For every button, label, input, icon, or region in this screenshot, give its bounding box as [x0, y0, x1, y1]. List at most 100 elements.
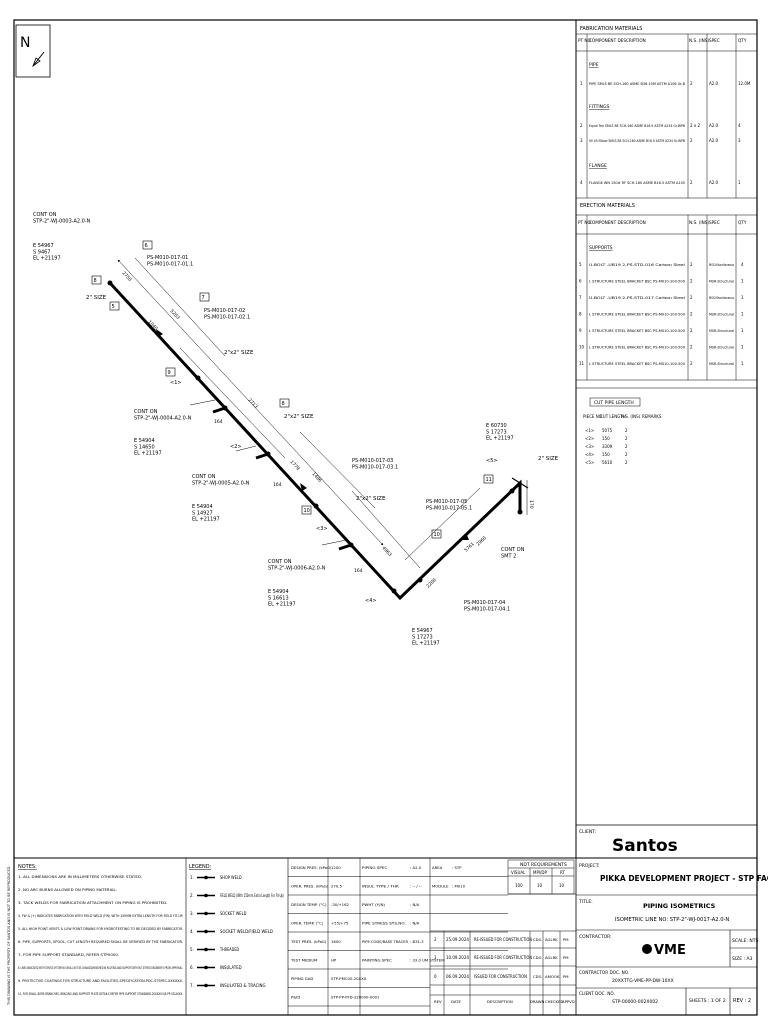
legend-title: LEGEND:: [189, 864, 212, 870]
param-key: PIPING GAD: [291, 976, 313, 981]
rev-description: ISSUED FOR CONSTRUCTION: [474, 974, 527, 979]
param-key2: PIPE STRESS SYS.NO.: [362, 921, 406, 926]
rev-date: 10.09.2024: [446, 955, 469, 960]
ere-row-desc: L STRUCTURE STEEL BRACKET BSC PS-M010-10…: [589, 361, 686, 366]
bubble-tag-10-box: [301, 505, 312, 515]
ere-row-ns: 2: [690, 361, 693, 366]
ere-row-qty: 4: [741, 262, 744, 267]
ere-row-pt: 5: [579, 262, 582, 267]
pipe-line: [108, 281, 522, 601]
note-item: 9. PROTECTIVE COATINGS FOR STRUCTURE AND…: [18, 979, 183, 983]
dim-1486: 1486: [311, 471, 323, 484]
rev-header: DESCRIPTION: [487, 999, 513, 1004]
param-key2: PAINTING SPEC: [362, 958, 392, 963]
ere-row-spec: MSR-Structural: [709, 346, 734, 350]
ere-row-desc: U-BOLT -UB19 2-PS-STD-016 Carbon Steel: [589, 262, 685, 267]
note-item: 7. FOR PIPE SUPPORT STANDARD, REFER STP0…: [18, 953, 119, 957]
param-key: TEST MEDIUM: [290, 958, 317, 963]
rev-drawn: CDG: [533, 937, 542, 942]
ere-row-qty: 1: [741, 328, 744, 333]
param-key: OPER. PRES. (kPaG): [291, 884, 329, 889]
pipe-size-right: 2" SIZE: [538, 456, 559, 462]
fab-row-desc: Equal Tee SMLS BE SCH-160 ASME B16.9 AST…: [589, 123, 685, 128]
note-item: 6. PIPE, SUPPORTS, SPOOL, CUT LENGTH REQ…: [18, 940, 183, 944]
cut-row-ns: 2: [625, 452, 628, 457]
note-item: 3. TACK WELDS FOR FABRICATION ATTACHMENT…: [18, 901, 168, 905]
ere-header-ns: N.S. (INS): [689, 220, 709, 225]
rev-approved: PM: [563, 937, 569, 942]
tee-branch: [212, 406, 226, 414]
ere-row-ns: 2: [690, 262, 693, 267]
cut-row-ns: 2: [625, 436, 628, 441]
param-value: STP-PMC00-20XXX: [331, 976, 367, 981]
rev-header: REV: [434, 999, 442, 1004]
legend-index: 2.: [190, 893, 194, 898]
cut-row-ns: 2: [625, 444, 628, 449]
note-item: 5. ALL HIGH POINT VENTS & LOW POINT DRAI…: [18, 927, 183, 931]
param-key3: AREA: [432, 865, 443, 870]
fab-row-spec: A2.0: [709, 123, 719, 128]
piece-tag-4: <4>: [365, 598, 377, 604]
dim-164b: 164: [273, 482, 282, 488]
dim-2200: 2200: [425, 577, 438, 589]
ndt-header-mpi: MPI/DP: [533, 870, 547, 875]
cut-row-piece: <5>: [585, 460, 594, 465]
cut-pipe-title: CUT PIPE LENGTH: [594, 400, 634, 406]
legend-index: 4.: [190, 929, 194, 934]
fab-row-pt: 4: [580, 180, 583, 185]
pipe-size-top: 2" SIZE: [86, 295, 107, 301]
rev-approved: PM: [563, 974, 569, 979]
note-item: 1. ALL DIMENSIONS ARE IN MILLIMETERS OTH…: [18, 875, 142, 879]
contractor-logo: VME: [642, 943, 686, 958]
rev-number: 2: [434, 937, 437, 942]
fab-row-pt: 2: [580, 123, 583, 128]
ndt-header-rt: RT: [560, 870, 565, 875]
sheet-size: SIZE : A3: [732, 956, 753, 962]
param-value: +55/+75: [331, 921, 349, 926]
note-item: 10. FOR SMALL BORE BRANCHES, BRACING AND…: [18, 992, 183, 996]
dim-164a: 164: [214, 419, 223, 425]
fab-group-flange: FLANGE: [589, 163, 607, 169]
fab-row-pt: 1: [580, 81, 583, 86]
fab-row-ns: 2: [690, 138, 693, 143]
ere-group-supports: SUPPORTS: [589, 245, 613, 251]
cut-row-length: 3309: [602, 444, 613, 449]
revision-number: REV : 2: [733, 998, 751, 1004]
ere-row-spec: MSS-Miscellaneous: [709, 296, 734, 300]
legend-index: 6.: [190, 965, 194, 970]
legend-item: FIELD WELD (With 150mm Extra Length For …: [220, 893, 284, 898]
dim-1779: 1779: [289, 459, 301, 472]
rev-checked: AGLRK: [545, 955, 558, 960]
ndt-value-mpi: 10: [537, 883, 543, 888]
param-key: OPER. TEMP. (°C): [291, 921, 324, 926]
ere-row-qty: 1: [741, 361, 744, 366]
ndt-title: NDT REQUIREMENTS: [520, 862, 567, 868]
ere-row-spec: MSR-Structural: [709, 329, 734, 333]
ere-row-qty: 1: [741, 345, 744, 350]
bubble-tag-7: 7: [202, 295, 205, 301]
fab-row-desc: 90 LR Elbow SMLS BE SCH-160 ASME B16.9 A…: [589, 138, 685, 143]
north-arrow: N: [15, 24, 51, 78]
param-key2: PIPE CODE/BASE TRACER: [362, 939, 408, 944]
bubble-tag-9: 9: [168, 370, 171, 376]
title-label: TITLE:: [578, 899, 593, 905]
rev-drawn: CDG: [533, 955, 542, 960]
rev-checked: AGLRK: [545, 937, 558, 942]
param-key: P&ID: [291, 995, 300, 1000]
fab-row-spec: A2.0: [709, 138, 719, 143]
ere-row-qty: 1: [741, 312, 744, 317]
contractor-label: CONTRACTOR:: [579, 934, 612, 940]
fab-row-pt: 3: [580, 138, 583, 143]
fabrication-materials-table: FABRICATION MATERIALS PT NO COMPONENT DE…: [576, 26, 757, 199]
bubble-tag-10: 10: [434, 532, 440, 538]
ere-row-ns: 2: [690, 279, 693, 284]
legend-index: 7.: [190, 983, 194, 988]
legend-index: 1.: [190, 875, 194, 880]
note-item: 2. NO ARC BURNS ALLOWED ON PIPING MATERI…: [18, 888, 117, 892]
ere-row-pt: 11: [579, 361, 585, 366]
